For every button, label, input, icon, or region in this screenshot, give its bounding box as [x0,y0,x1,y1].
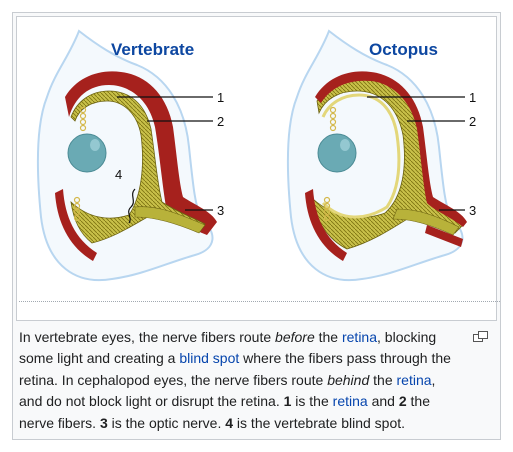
caption-text: and [367,393,399,410]
caption-text: , blocking some light and creating a [19,329,437,367]
caption-emphasis-behind: behind [327,371,370,388]
image-divider [19,301,500,302]
vertebrate-ciliary-top [79,106,87,132]
retina-link[interactable]: retina [396,371,432,388]
octopus-title: Octopus [369,40,438,59]
figure-thumbnail: Vertebrate 1 2 3 4 [12,12,501,440]
caption-text: the nerve fibers. [19,393,430,431]
caption-bold-3: 3 [99,414,108,431]
caption-bold-4: 4 [225,414,234,431]
caption-bold-2: 2 [398,393,407,410]
blind-spot-indicator [128,188,136,224]
caption-text: is the [291,393,333,410]
octopus-sclera [315,71,467,227]
label-2-left: 2 [217,114,224,129]
vertebrate-lens [67,133,107,173]
blind-spot-link[interactable]: blind spot [179,350,240,367]
label-1-left: 1 [217,90,224,105]
caption-bold-1: 1 [283,393,292,410]
eye-diagram: Vertebrate 1 2 3 4 [36,29,476,282]
octopus-eye-outline [286,29,464,282]
octopus-retina [321,93,401,219]
eye-comparison-image[interactable]: Vertebrate 1 2 3 4 [16,16,500,321]
magnify-clip-icon[interactable] [473,329,488,342]
label-2-right: 2 [469,114,476,129]
octopus-lens [317,133,357,173]
caption-text: , and do not block light or disrupt the … [19,371,436,410]
octopus-ciliary-bottom [323,196,331,222]
vertebrate-title: Vertebrate [111,40,194,59]
retina-link[interactable]: retina [332,393,368,410]
caption-text: the [369,371,397,388]
label-4: 4 [115,167,122,182]
caption-emphasis-before: before [275,329,315,345]
figure-caption: In vertebrate eyes, the nerve fibers rou… [19,327,459,434]
vertebrate-sclera [65,71,217,235]
caption-text: the [314,329,342,345]
octopus-eye: Octopus 1 2 3 [286,29,476,282]
vertebrate-ciliary-bottom [73,196,81,222]
label-3-left: 3 [217,203,224,218]
caption-text: is the optic nerve. [107,414,226,431]
retina-link[interactable]: retina [341,329,378,345]
vertebrate-eye-outline [36,29,214,282]
caption-text: In vertebrate eyes, the nerve fibers rou… [19,329,276,345]
label-1-right: 1 [469,90,476,105]
caption-text: where the fibers pass through the retina… [19,350,451,388]
octopus-ciliary-top [329,106,337,132]
caption-text: is the vertebrate blind spot. [233,414,406,431]
vertebrate-eye: Vertebrate 1 2 3 4 [36,29,224,282]
label-3-right: 3 [469,203,476,218]
